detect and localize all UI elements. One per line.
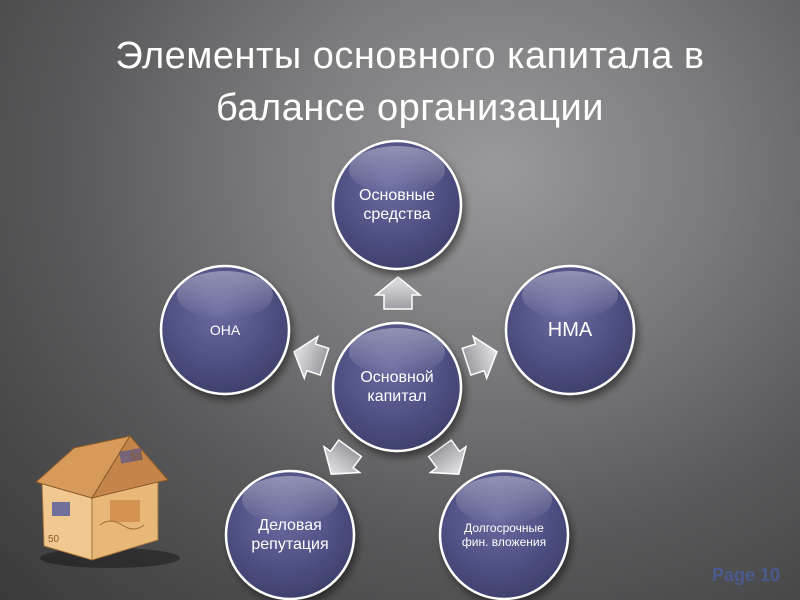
node-center-label: Основной капитал: [352, 352, 442, 422]
node-right-label: НМА: [520, 310, 620, 350]
page-number: Page 10: [712, 565, 780, 586]
arrow-to-bottom-right: [422, 435, 476, 487]
svg-text:50: 50: [130, 451, 142, 463]
node-bottom-left-label: Деловая репутация: [240, 505, 340, 565]
node-top-label: Основные средства: [352, 160, 442, 250]
node-left-label: ОНА: [180, 315, 270, 345]
arrow-to-left: [287, 331, 331, 383]
house-note-text: 50: [48, 534, 60, 545]
node-bottom-right-label: Долгосрочные фин. вложения: [454, 505, 554, 565]
euro-banknote-house-image: 50 50: [30, 430, 180, 570]
arrow-to-top: [376, 277, 420, 309]
arrow-to-right: [460, 331, 504, 383]
